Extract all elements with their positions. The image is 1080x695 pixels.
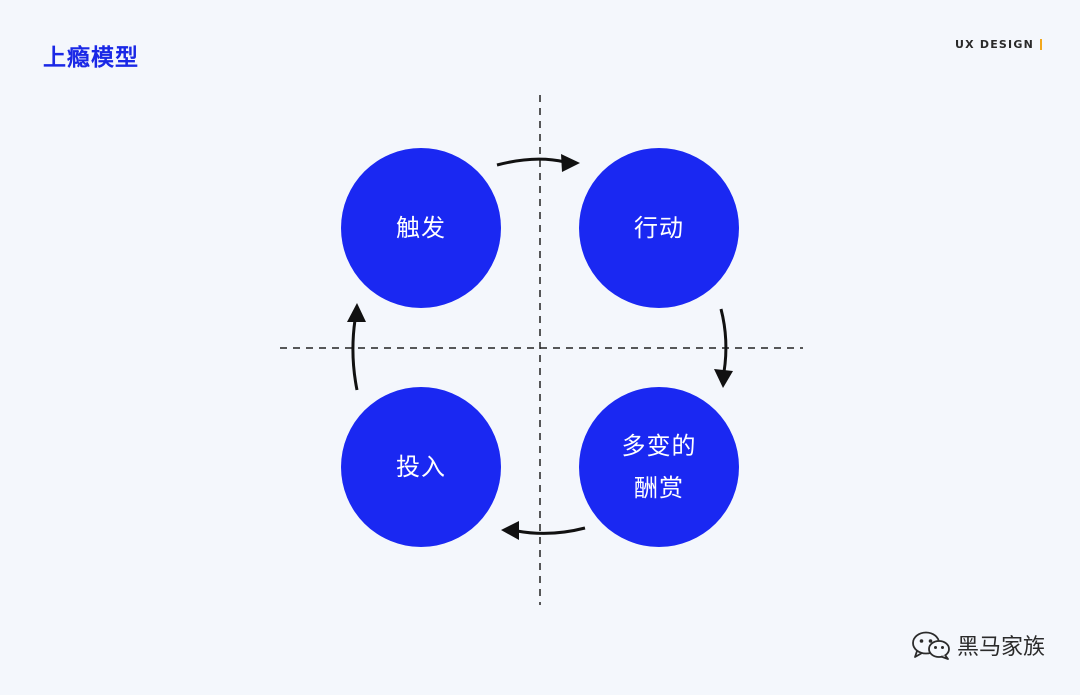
- node-trigger: 触发: [341, 148, 501, 308]
- arrowhead-reward-to-investment: [501, 521, 519, 540]
- arrowhead-investment-to-trigger: [347, 303, 366, 322]
- arrowhead-trigger-to-action: [561, 154, 580, 172]
- arrow-trigger-to-action: [496, 157, 566, 167]
- node-action: 行动: [579, 148, 739, 308]
- arrow-action-to-reward: [719, 308, 728, 373]
- brand-tag: UX DESIGN: [955, 38, 1042, 51]
- arrowhead-action-to-reward: [714, 369, 733, 388]
- arrow-investment-to-trigger: [351, 319, 359, 391]
- page-title: 上瘾模型: [43, 45, 139, 71]
- wechat-icon: [912, 631, 950, 660]
- watermark-label: 黑马家族: [956, 635, 1045, 660]
- node-variable-reward: 多变的 酬赏: [579, 387, 739, 547]
- brand-tag-label: UX DESIGN: [955, 38, 1034, 51]
- watermark: 黑马家族: [911, 629, 1045, 661]
- node-investment: 投入: [341, 387, 501, 547]
- arrow-reward-to-investment: [516, 526, 586, 535]
- accent-bar: [1040, 39, 1042, 50]
